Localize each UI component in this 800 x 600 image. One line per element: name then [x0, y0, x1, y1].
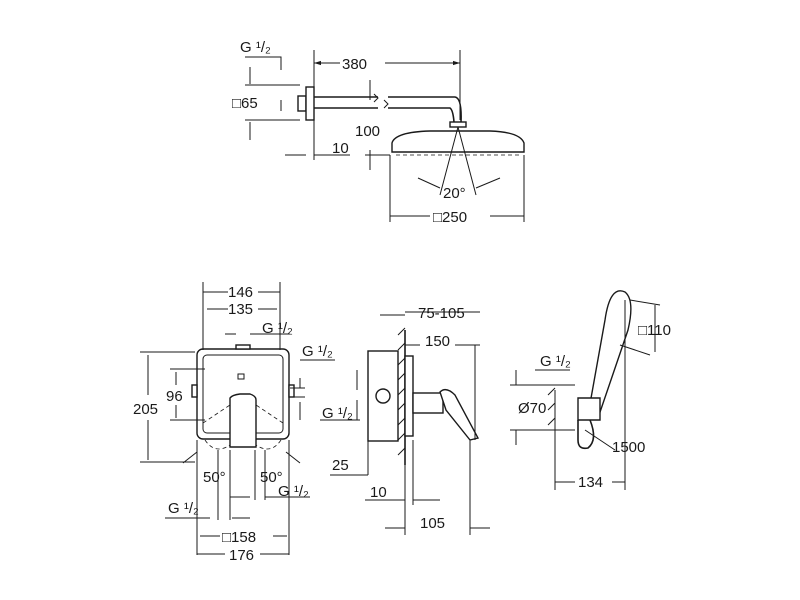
dim-thread-right-lines: [290, 359, 335, 420]
dim-side-top-lines: [380, 311, 480, 440]
shower-head-view: 380 G ¹/₂ □65 100 10 20° □250: [232, 39, 525, 226]
dim-flange-depth: 10: [332, 140, 349, 157]
hidden-lines: [202, 404, 284, 450]
dim-outlet-diameter: Ø70: [518, 400, 546, 417]
inlet-port: [375, 388, 391, 404]
dim-width-outer: 146: [228, 284, 253, 301]
dim-250-lines: [389, 155, 525, 222]
dim-25-lines: [330, 440, 369, 476]
dim-holder-projection: 134: [578, 474, 603, 491]
angle-lines: [182, 451, 301, 464]
dim-angle-right: 50°: [260, 469, 283, 486]
dim-65-lines: [245, 56, 300, 140]
shower-head: [391, 130, 525, 153]
break-mark: [373, 93, 389, 109]
wall-flange: [305, 86, 315, 121]
dim-96-lines: [170, 368, 205, 421]
dim-body-offset: 25: [332, 457, 349, 474]
dim-drop: 100: [355, 123, 380, 140]
hand-shower-view: □110 G ¹/₂ Ø70 1500 134: [510, 290, 671, 491]
dim-width-inner: 135: [228, 301, 253, 318]
dim-angle-left: 50°: [203, 469, 226, 486]
dim-side-thread: G ¹/₂: [322, 405, 353, 422]
side-lever: [439, 388, 480, 441]
shower-arm: [314, 96, 462, 123]
dim-thread-bottom-right: G ¹/₂: [278, 483, 309, 500]
dim-105-lines: [385, 440, 490, 535]
dim-134-lines: [554, 300, 626, 490]
dim-thread-bottom-left: G ¹/₂: [168, 500, 199, 517]
dim-wall-depth: 75-105: [418, 305, 465, 322]
hand-shower: [587, 290, 632, 419]
dim-205-lines: [140, 351, 195, 463]
dim-plate-square: □158: [222, 529, 256, 546]
dim-overall-width: 176: [229, 547, 254, 564]
dim-hand-thread: G ¹/₂: [540, 353, 571, 370]
dim-100-lines: [365, 80, 390, 170]
wall-hatch: [397, 327, 406, 456]
dim-inner-height: 96: [166, 388, 183, 405]
dim-side-thread-lines: [320, 370, 360, 421]
dim-arm-length: 380: [342, 56, 367, 73]
hand-wall: [547, 387, 556, 430]
cover-plate: [404, 355, 414, 437]
dim-flange-square: □65: [232, 95, 258, 112]
top-port: [235, 344, 251, 350]
dim-spray-angle: 20°: [443, 185, 466, 202]
dim-thread-right: G ¹/₂: [302, 343, 333, 360]
dim-projection: 150: [425, 333, 450, 350]
dim-lever-projection: 105: [420, 515, 445, 532]
dim-10-side-lines: [365, 440, 440, 535]
dim-hand-head-square: □110: [638, 322, 671, 339]
dim-head-square: □250: [433, 209, 467, 226]
dim-70-lines: [510, 369, 575, 445]
dim-146-135-lines: [202, 282, 281, 350]
dim-hose-length: 1500: [612, 439, 645, 456]
spray-angle-lines: [417, 126, 501, 196]
dim-plate-depth: 10: [370, 484, 387, 501]
dim-thread-top: G ¹/₂: [262, 320, 293, 337]
dim-thread: G ¹/₂: [240, 39, 271, 56]
dim-158-176-lines: [197, 535, 289, 555]
dim-1500-leader: [584, 429, 616, 451]
side-port-left: [191, 384, 198, 398]
dim-height: 205: [133, 401, 158, 418]
mixer-front-view: 146 135 G ¹/₂ G ¹/₂ 205 96 50° 50° G ¹/₂…: [133, 282, 335, 564]
mixer-side-view: 75-105 150 G ¹/₂ 25 10 105: [320, 305, 490, 535]
side-port-right: [288, 384, 295, 398]
wall-outlet-holder: [577, 397, 601, 421]
ball-joint: [449, 121, 467, 128]
wall-connector: [297, 95, 307, 112]
mixer-lever: [229, 393, 257, 448]
indicator: [237, 373, 245, 380]
cartridge-housing: [412, 392, 444, 414]
hose: [577, 419, 595, 450]
